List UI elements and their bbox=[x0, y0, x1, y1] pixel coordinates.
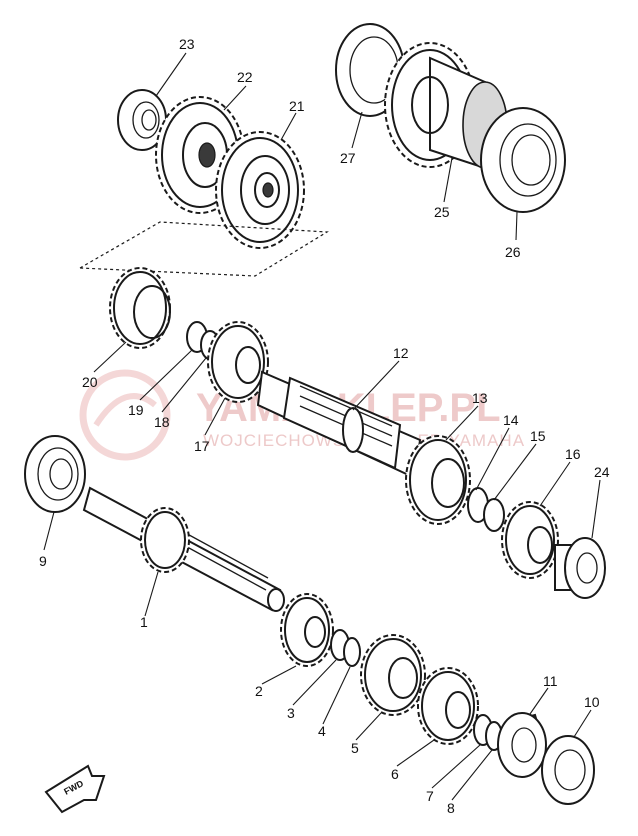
label-12: 12 bbox=[393, 345, 409, 361]
gear-17 bbox=[207, 321, 269, 403]
gear-5 bbox=[360, 634, 426, 716]
label-7: 7 bbox=[426, 788, 434, 804]
label-13: 13 bbox=[472, 390, 488, 406]
watermark-logo bbox=[79, 369, 171, 461]
label-24: 24 bbox=[594, 464, 610, 480]
alternative-parts-box bbox=[77, 221, 329, 277]
label-17: 17 bbox=[194, 438, 210, 454]
label-8: 8 bbox=[447, 800, 455, 816]
main-axle-1 bbox=[82, 486, 285, 612]
bearing-24 bbox=[554, 537, 606, 599]
label-15: 15 bbox=[530, 428, 546, 444]
label-20: 20 bbox=[82, 374, 98, 390]
gear-2 bbox=[280, 593, 334, 667]
label-3: 3 bbox=[287, 705, 295, 721]
label-23: 23 bbox=[179, 36, 195, 52]
bearing-23 bbox=[117, 89, 167, 151]
label-4: 4 bbox=[318, 723, 326, 739]
label-11: 11 bbox=[543, 673, 558, 689]
bearing-9 bbox=[24, 435, 86, 513]
label-10: 10 bbox=[584, 694, 600, 710]
label-22: 22 bbox=[237, 69, 253, 85]
label-9: 9 bbox=[39, 553, 47, 569]
label-2: 2 bbox=[255, 683, 263, 699]
label-26: 26 bbox=[505, 244, 521, 260]
label-18: 18 bbox=[154, 414, 170, 430]
label-25: 25 bbox=[434, 204, 450, 220]
bearing-11 bbox=[497, 712, 550, 778]
part-number-labels: 23 22 21 27 25 26 20 19 18 17 12 13 14 1… bbox=[39, 36, 610, 816]
gear-16 bbox=[501, 501, 559, 579]
forward-direction-arrow: FWD bbox=[44, 764, 106, 814]
gear-13 bbox=[405, 435, 471, 525]
gear-21 bbox=[215, 131, 305, 249]
circlip-15 bbox=[483, 498, 505, 532]
label-5: 5 bbox=[351, 740, 359, 756]
gear-22 bbox=[155, 96, 245, 214]
circlip-4 bbox=[343, 637, 361, 667]
label-19: 19 bbox=[128, 402, 144, 418]
gear-6 bbox=[417, 667, 479, 745]
label-1: 1 bbox=[140, 614, 148, 630]
oil-seal-10 bbox=[541, 735, 595, 805]
gear-20 bbox=[109, 267, 171, 349]
label-27: 27 bbox=[340, 150, 356, 166]
label-16: 16 bbox=[565, 446, 581, 462]
bearing-26 bbox=[480, 107, 566, 213]
label-6: 6 bbox=[391, 766, 399, 782]
leader-lines bbox=[43, 52, 601, 801]
label-14: 14 bbox=[503, 412, 519, 428]
label-21: 21 bbox=[289, 98, 305, 114]
